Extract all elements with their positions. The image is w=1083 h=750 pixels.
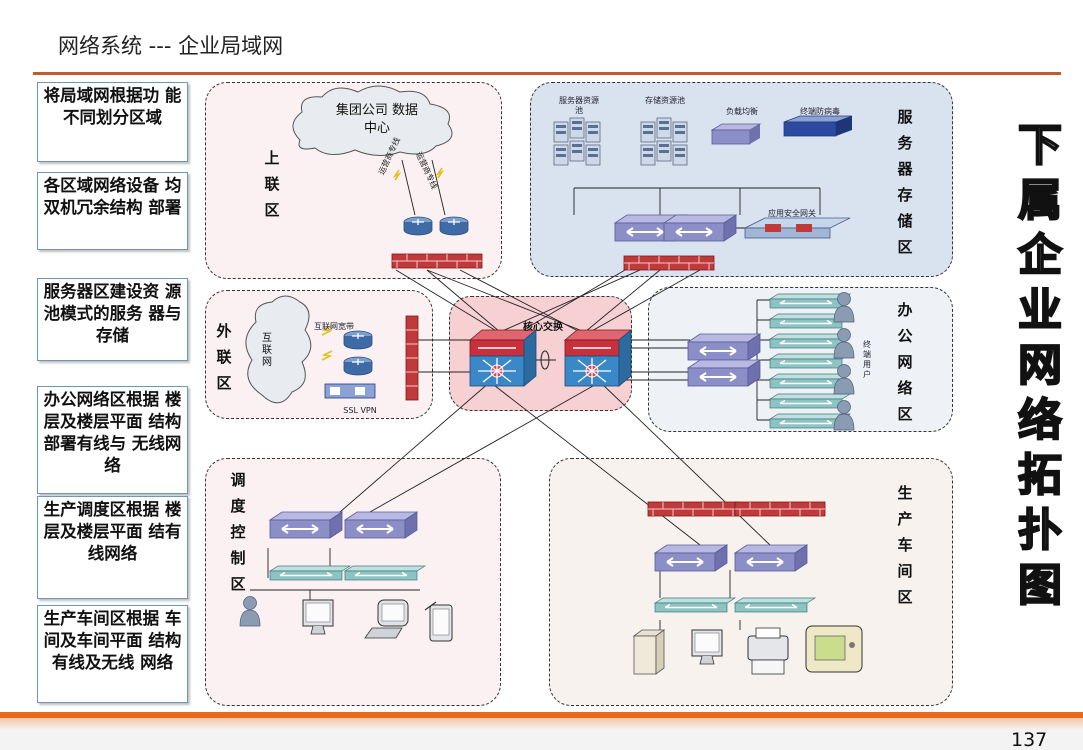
- vertical-title-char-5: 网: [1017, 339, 1063, 392]
- external-zone-label: 外联区: [216, 322, 232, 392]
- side-note-dispatch: 生产调度区根据 楼层及楼层平面 结有线网络: [37, 496, 188, 599]
- antivirus-appliance-icon: [783, 115, 853, 137]
- workshop-access-switch-icon-2: [734, 597, 816, 613]
- internet-link-label: 互联网宽带: [314, 322, 354, 331]
- workshop-switch-icon-1: [654, 544, 728, 572]
- office-switch-icon-2: [687, 359, 761, 387]
- server-switch-icon-2: [663, 214, 737, 242]
- vertical-title-char-7: 拓: [1017, 449, 1063, 502]
- dispatch-user-icon: [239, 596, 261, 627]
- uplink-router-icon-1: [403, 216, 433, 236]
- side-note-redundancy: 各区域网络设备 均双机冗余结构 部署: [37, 172, 188, 250]
- uplink-zone-label: 上联区: [264, 149, 280, 219]
- server-zone: [530, 82, 953, 277]
- dispatch-zone-label: 调度控制区: [230, 471, 246, 593]
- workshop-monitor-icon: [691, 629, 723, 665]
- vertical-title-char-3: 企: [1017, 229, 1063, 282]
- storage-pool-label: 存储资源池: [645, 96, 685, 105]
- title-rule: [33, 72, 1061, 75]
- external-router-icon-2: [343, 356, 373, 376]
- external-zone: [205, 290, 433, 419]
- side-note-office-network: 办公网络区根据 楼层及楼层平面 结构部署有线与 无线网络: [37, 386, 188, 494]
- side-note-workshop: 生产车间区根据 车间及车间平面 结构有线及无线 网络: [37, 605, 188, 703]
- datacenter-cloud-label: 集团公司 数据中心: [335, 103, 419, 136]
- workshop-switch-icon-2: [734, 544, 808, 572]
- uplink-router-icon-2: [439, 216, 469, 236]
- server-zone-label: 服务器存储区: [897, 108, 913, 256]
- dispatch-access-switch-icon-2: [344, 565, 426, 581]
- uplink-firewall-icon: [391, 253, 483, 269]
- server-firewall-icon: [623, 255, 715, 271]
- server-pool-icon: [553, 117, 601, 166]
- side-note-zoning: 将局域网根据功 能不同划分区域: [37, 82, 188, 162]
- workshop-terminal-icon: [805, 625, 863, 673]
- side-note-server-pool: 服务器区建设资 源池模式的服务 器与存储: [37, 278, 188, 361]
- workshop-firewall-icon-2: [734, 501, 826, 517]
- office-zone-label: 办公网络区: [897, 301, 913, 423]
- dispatch-switch-icon-2: [344, 511, 418, 539]
- workshop-pc-tower-icon: [632, 629, 666, 675]
- vertical-title-char-4: 业: [1017, 284, 1063, 337]
- vertical-title-char-9: 图: [1017, 559, 1063, 612]
- load-balancer-icon: [710, 123, 762, 145]
- terminal-users-label: 终端用户: [863, 340, 871, 379]
- workshop-firewall-icon-1: [647, 501, 739, 517]
- internet-cloud-label: 互联网: [262, 333, 272, 368]
- ssl-vpn-icon: [324, 383, 376, 399]
- core-switch-icon-1: [469, 329, 537, 387]
- core-switch-icon-2: [564, 329, 632, 387]
- ssl-vpn-label: SSL VPN: [343, 406, 377, 415]
- antivirus-label: 终端防病毒: [800, 107, 840, 116]
- load-balancer-label: 负载均衡: [726, 107, 758, 116]
- workshop-access-switch-icon-1: [654, 597, 736, 613]
- footer-bar: [0, 712, 1083, 750]
- vertical-title-char-2: 属: [1017, 174, 1063, 227]
- page-number: 137: [1011, 729, 1048, 750]
- office-switch-icon-1: [687, 333, 761, 361]
- core-label: 核心交换: [523, 322, 563, 333]
- dispatch-access-switch-icon-1: [269, 565, 351, 581]
- vertical-title-char-1: 下: [1017, 119, 1063, 172]
- storage-pool-icon: [640, 117, 688, 166]
- workshop-printer-icon: [747, 627, 789, 675]
- dispatch-workstation-icon: [364, 599, 409, 639]
- external-firewall-icon: [405, 315, 419, 401]
- group-datacenter-cloud: [292, 85, 453, 156]
- server-pool-label: 服务器资源池: [559, 96, 599, 115]
- page-title: 网络系统 --- 企业局域网: [58, 34, 284, 58]
- internet-cloud-icon: [245, 295, 312, 404]
- dispatch-switch-icon-1: [269, 511, 343, 539]
- vertical-title: 下 属 企 业 网 络 拓 扑 图: [1012, 118, 1068, 613]
- vertical-title-char-6: 络: [1017, 394, 1063, 447]
- dispatch-monitor-icon: [302, 599, 334, 635]
- workshop-zone: [549, 458, 953, 706]
- dispatch-zone: [205, 458, 501, 706]
- app-gateway-label: 应用安全网关: [768, 209, 816, 218]
- vertical-title-char-8: 扑: [1017, 504, 1063, 557]
- dispatch-tablet-icon: [424, 601, 453, 642]
- app-security-gateway-icon: [744, 217, 851, 239]
- workshop-zone-label: 生产车间区: [897, 484, 913, 606]
- external-router-icon-1: [343, 330, 373, 350]
